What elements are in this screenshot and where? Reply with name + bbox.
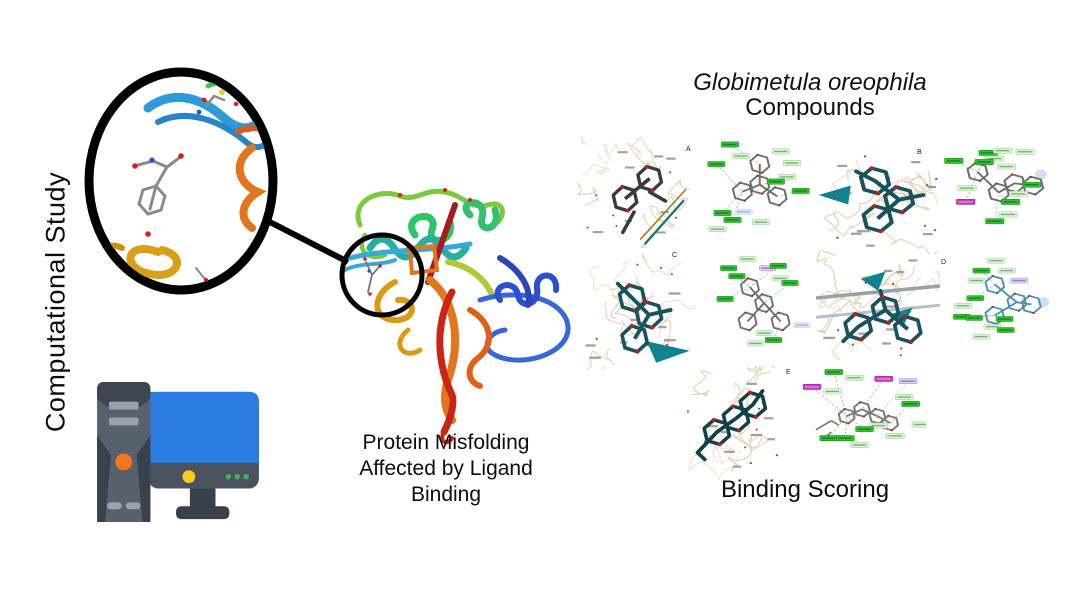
panel-a-3d-view bbox=[578, 136, 690, 248]
computer-icon bbox=[97, 381, 259, 523]
panel-e-2d-diagram bbox=[802, 369, 926, 448]
protein-caption: Protein Misfolding Affected by Ligand Bi… bbox=[359, 431, 533, 506]
panel-d-2d-diagram bbox=[953, 257, 1050, 340]
panel-c-3d-view bbox=[585, 252, 696, 370]
panel-e-label: E bbox=[786, 369, 791, 376]
panel-b-3d-view bbox=[818, 155, 939, 254]
panel-d-label: D bbox=[941, 259, 947, 266]
binding-scoring-label: Binding Scoring bbox=[720, 476, 890, 503]
panel-c-label: C bbox=[672, 252, 678, 259]
compounds-title: Globimetula oreophila Compounds bbox=[600, 70, 1020, 120]
binding-site-circle bbox=[339, 232, 425, 318]
panel-e-3d-view bbox=[686, 366, 778, 480]
panel-a-2d-diagram bbox=[707, 141, 810, 233]
magnifier-connector-line bbox=[260, 215, 350, 265]
protein-ribbon bbox=[343, 188, 571, 445]
panel-d-3d-view bbox=[816, 250, 940, 361]
panel-b-label: B bbox=[917, 149, 922, 156]
panel-c-2d-diagram bbox=[716, 256, 811, 347]
bound-ligand-icon bbox=[365, 261, 379, 293]
species-name: Globimetula oreophila bbox=[693, 69, 927, 96]
compounds-word: Compounds bbox=[745, 94, 875, 121]
panel-b-2d-diagram bbox=[944, 147, 1047, 225]
panel-a-label: A bbox=[686, 146, 691, 153]
